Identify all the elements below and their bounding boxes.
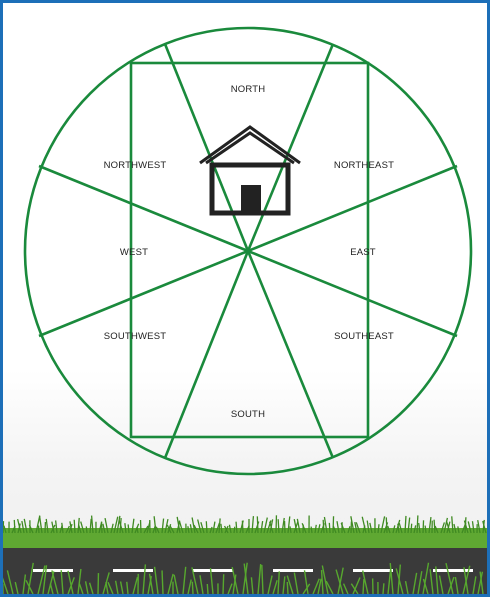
label-north: NORTH (231, 84, 266, 95)
grass-blade (329, 523, 330, 533)
lane-marking (113, 569, 153, 572)
lane-marking (433, 569, 473, 572)
grass-blade (234, 527, 235, 533)
divider-line-west-a (39, 166, 248, 251)
road-strip (3, 548, 487, 594)
lane-marking (33, 569, 73, 572)
grass-strip (3, 515, 487, 550)
label-east: EAST (350, 247, 376, 258)
divider-line-south-a (165, 251, 248, 458)
label-south: SOUTH (231, 409, 265, 420)
divider-line-north-b (248, 44, 333, 251)
grass-blade (74, 520, 75, 533)
grass-blade (425, 526, 426, 533)
grass-blade (417, 515, 418, 533)
grass-blade (333, 516, 334, 533)
grass-blade (278, 519, 279, 533)
grass-blade (242, 521, 243, 533)
divider-line-west-b (39, 251, 248, 336)
grass-blade (287, 582, 288, 594)
grass-blade (423, 520, 424, 533)
grass-blade (192, 582, 193, 594)
grass-blade (386, 517, 387, 533)
house-door (241, 185, 261, 213)
grass-blade (162, 570, 163, 594)
label-southeast: SOUTHEAST (334, 331, 394, 342)
divider-line-north-a (165, 44, 248, 251)
divider-line-south-b (248, 251, 333, 458)
grass-blade (363, 579, 364, 594)
label-southwest: SOUTHWEST (104, 331, 167, 342)
grass-blade (311, 527, 312, 533)
label-northeast: NORTHEAST (334, 160, 394, 171)
lane-marking (193, 569, 233, 572)
grass-blade (14, 520, 15, 533)
divider-line-east-a (248, 166, 457, 251)
grass-blade (411, 524, 412, 533)
grass-blade (207, 584, 208, 594)
grass-blade (257, 516, 258, 533)
grass-blade (86, 526, 87, 533)
grass-blade (323, 520, 324, 533)
grass-blade (128, 524, 129, 533)
label-northwest: NORTHWEST (104, 160, 167, 171)
house-roof (200, 127, 300, 163)
compass-diagram: NORTH NORTHWEST NORTHEAST WEST EAST SOUT… (3, 3, 487, 594)
grass-blade (223, 574, 224, 594)
grass-blade (383, 583, 384, 594)
label-west: WEST (120, 247, 148, 258)
lane-marking (353, 569, 393, 572)
divider-line-east-b (248, 251, 457, 336)
grass-blade (206, 521, 207, 533)
